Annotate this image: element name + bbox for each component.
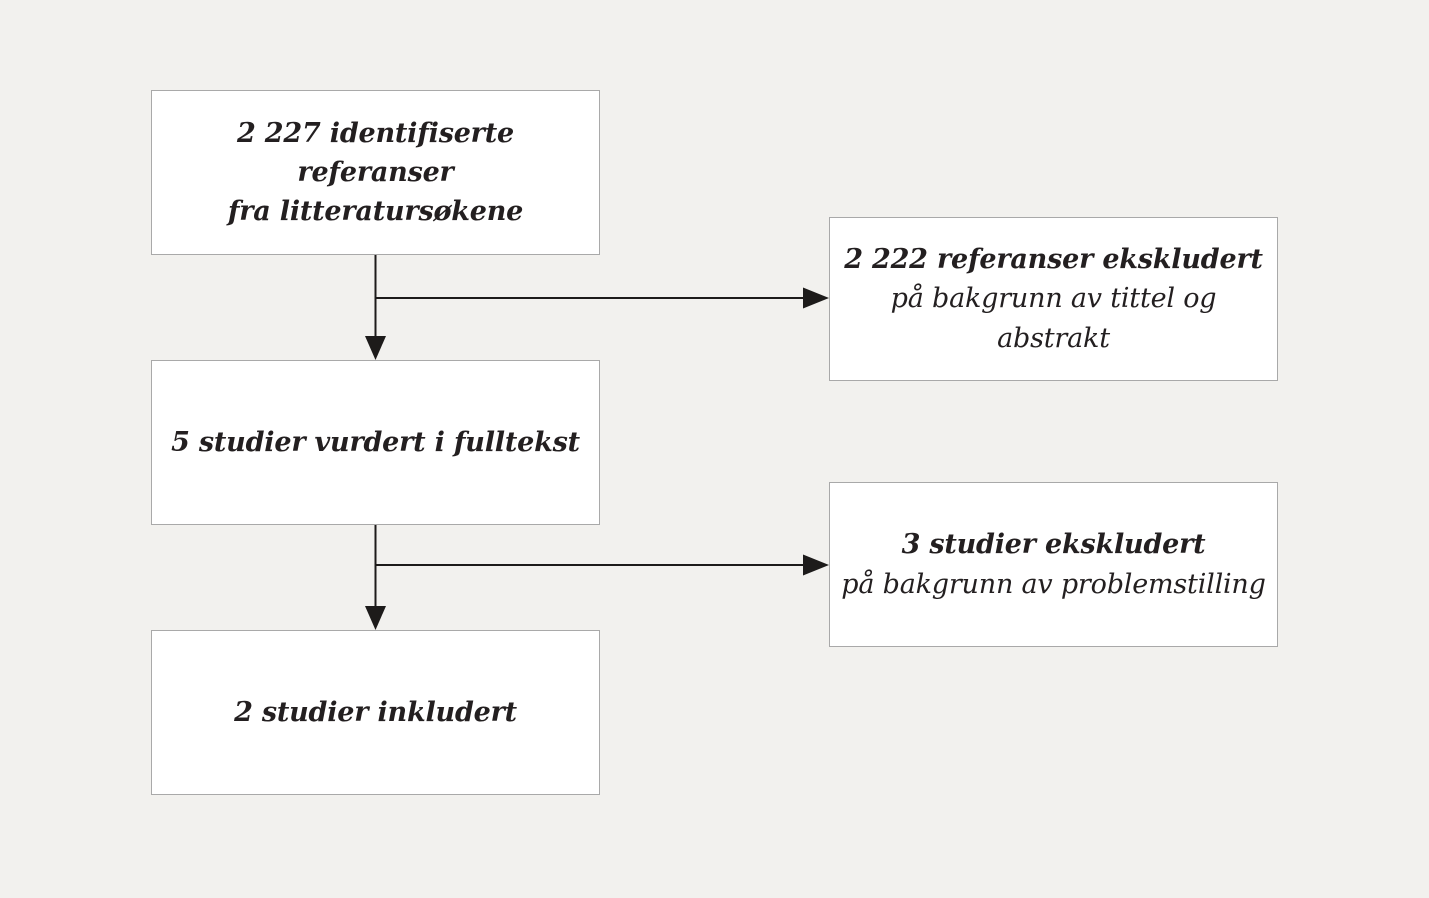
- box-text-line: på bakgrunn av tittel og abstrakt: [890, 283, 1217, 354]
- box-text-line: 2 227 identifiserte referanser: [237, 117, 514, 188]
- flow-box-identified-references: 2 227 identifiserte referanser fra litte…: [151, 90, 600, 255]
- box-text-line: fra litteratursøkene: [227, 196, 524, 228]
- box-text-line: 3 studier ekskludert: [901, 529, 1206, 561]
- flow-box-excluded-studies: 3 studier ekskludert på bakgrunn av prob…: [829, 482, 1278, 647]
- flow-box-excluded-references: 2 222 referanser ekskludert på bakgrunn …: [829, 217, 1278, 381]
- box-text-line: 5 studier vurdert i fulltekst: [171, 426, 580, 458]
- arrow-fulltext-to-included: [365, 525, 386, 630]
- flow-box-included-studies: 2 studier inkludert: [151, 630, 600, 795]
- box-text-line: på bakgrunn av problemstilling: [841, 568, 1266, 600]
- box-text-line: 2 222 referanser ekskludert: [844, 244, 1263, 276]
- arrow-to-excluded-references: [375, 287, 829, 309]
- arrow-to-excluded-studies: [375, 554, 829, 576]
- flow-box-fulltext-assessed: 5 studier vurdert i fulltekst: [151, 360, 600, 525]
- box-text-line: 2 studier inkludert: [234, 696, 517, 728]
- arrow-identified-to-fulltext: [365, 254, 386, 360]
